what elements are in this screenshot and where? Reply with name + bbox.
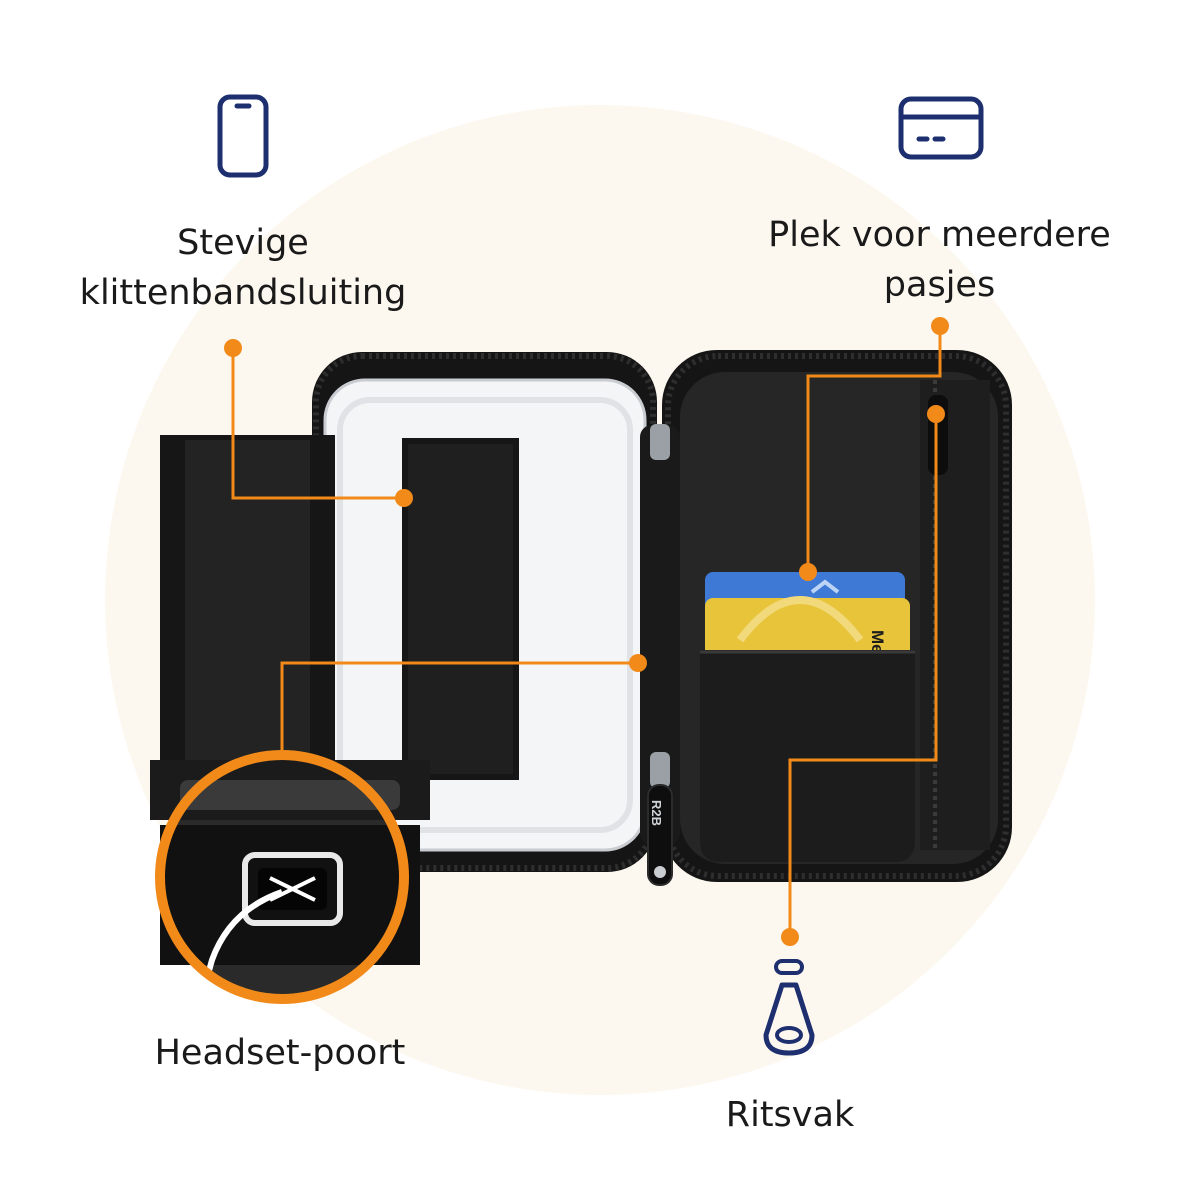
zipper-brand: R2B — [649, 800, 664, 826]
headset-port-inset — [150, 750, 430, 1006]
cards-label-line1: Plek voor meerdere — [768, 215, 1111, 255]
callout-cards — [806, 326, 942, 572]
callout-headset — [280, 661, 638, 757]
card-pocket — [700, 650, 915, 862]
zipper-pull — [647, 784, 673, 886]
center-spine — [640, 425, 680, 845]
headset-port-hole — [242, 852, 343, 926]
phone-icon — [217, 94, 269, 178]
velcro-label-line1: Stevige — [177, 223, 309, 263]
zipper-slider-bottom — [650, 752, 670, 788]
headset-cable — [197, 889, 283, 1006]
zipper-slider-top — [650, 424, 670, 460]
cards-label-line2: pasjes — [883, 265, 996, 305]
zip-label: Ritsvak — [725, 1095, 855, 1135]
velcro-label-line2: klittenbandsluiting — [79, 273, 407, 313]
headset-label: Headset-poort — [154, 1033, 406, 1073]
zipper-pull-icon — [763, 959, 815, 1056]
credit-card-icon — [898, 96, 984, 160]
callout-velcro — [231, 348, 404, 500]
callout-zip — [788, 414, 938, 937]
callout-dots — [224, 317, 949, 946]
callout-lines — [231, 326, 942, 937]
